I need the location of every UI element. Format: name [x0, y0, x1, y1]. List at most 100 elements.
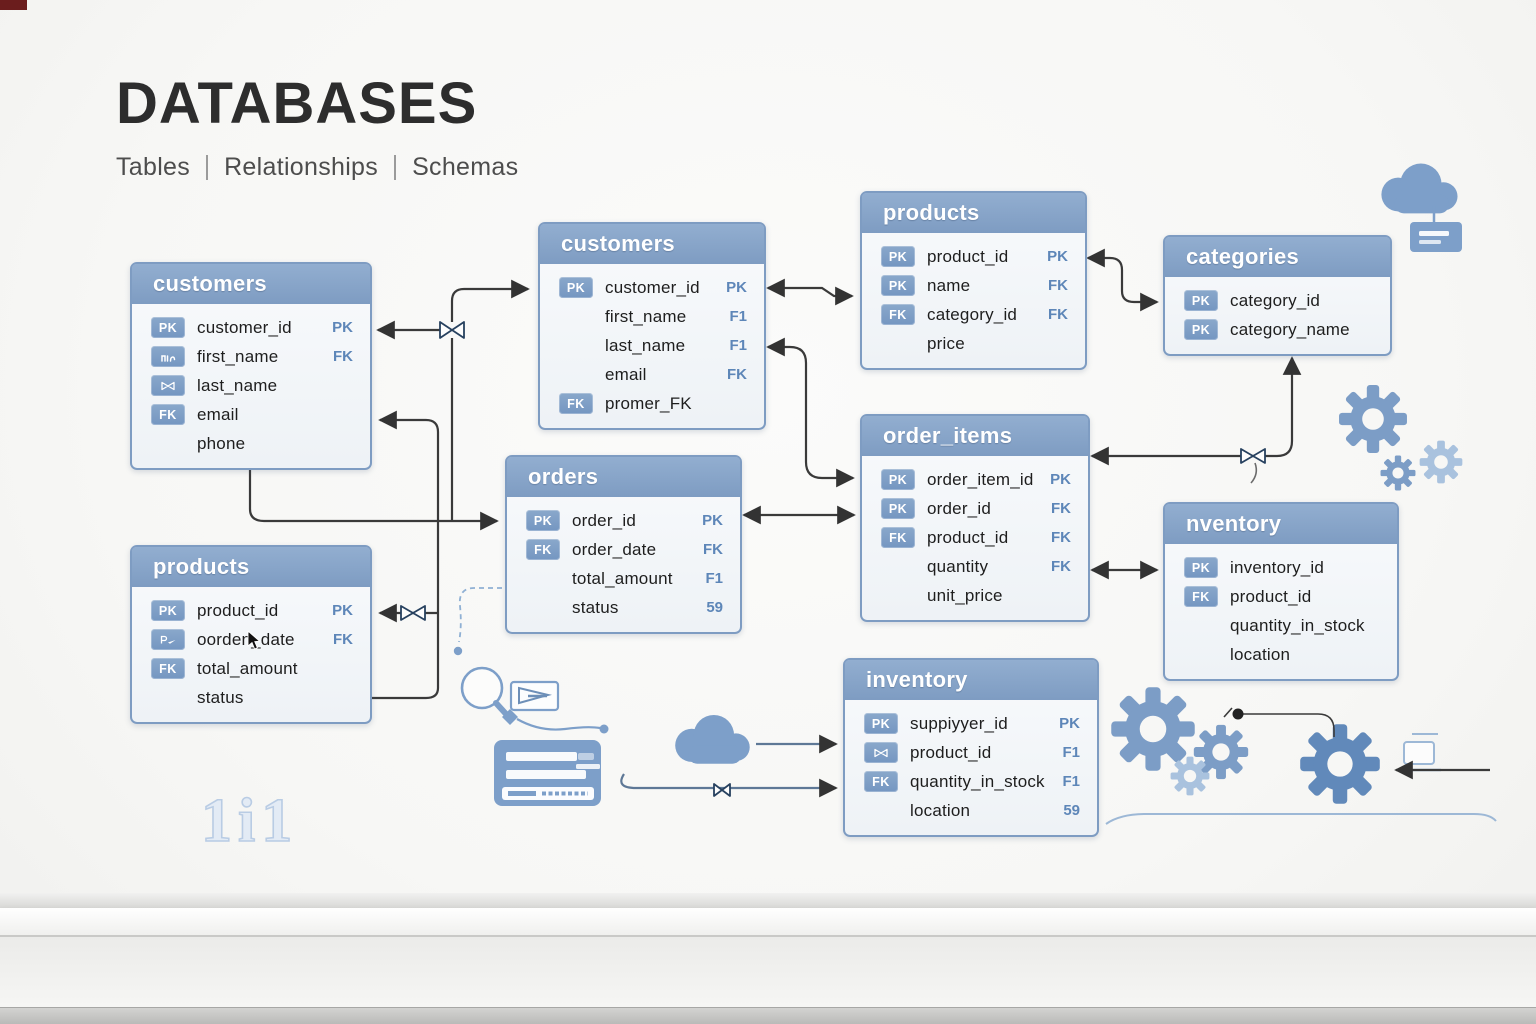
field-key: F1	[1062, 744, 1080, 761]
header: DATABASES Tables Relationships Schemas	[116, 73, 519, 182]
field-name: total_amount	[572, 568, 673, 588]
badge-spacer	[881, 556, 915, 577]
envelope-icon	[509, 680, 560, 712]
field-key: F1	[1062, 773, 1080, 790]
table-header: inventory	[845, 660, 1097, 700]
field-name: product_id	[910, 742, 992, 762]
field-name: phone	[197, 433, 246, 453]
field-key: 59	[1063, 802, 1080, 819]
gears-icon	[1338, 384, 1463, 491]
field-name: category_id	[1230, 290, 1321, 310]
key-badge: PK	[151, 600, 185, 621]
table-header: categories	[1165, 237, 1390, 277]
board-tray	[0, 1007, 1536, 1024]
badge-spacer	[559, 306, 593, 327]
field-row: last_name	[132, 371, 370, 400]
field-name: last_name	[197, 375, 278, 395]
subtitle-divider	[206, 154, 209, 180]
board-edge-face	[0, 908, 1536, 937]
edge	[766, 278, 854, 306]
badge-spacer	[864, 800, 898, 821]
field-name: category_name	[1230, 319, 1350, 339]
bowtie-symbol	[400, 605, 414, 621]
subtitle-item-relationships: Relationships	[224, 152, 379, 181]
bowtie-symbol	[1252, 448, 1266, 464]
edge	[248, 467, 499, 531]
field-row: unit_price	[862, 581, 1088, 610]
key-badge: PK	[1184, 319, 1218, 340]
key-badge: PK	[1184, 557, 1218, 578]
field-key: F1	[729, 337, 747, 354]
field-key: PK	[1059, 715, 1080, 732]
edge	[1090, 356, 1302, 466]
edge	[620, 773, 838, 798]
magnifier-icon	[460, 666, 609, 734]
field-key: F1	[729, 308, 747, 325]
key-badge: FK	[881, 304, 915, 325]
badge-spacer	[151, 687, 185, 708]
field-name: inventory_id	[1230, 557, 1325, 577]
edge	[766, 337, 855, 488]
subtitle-item-tables: Tables	[116, 152, 191, 181]
badge-spacer	[559, 364, 593, 385]
field-name: status	[197, 687, 244, 707]
table-title: categories	[1186, 244, 1300, 269]
badge-spacer	[526, 568, 560, 589]
key-badge: FK	[559, 393, 593, 414]
field-name: quantity	[927, 556, 989, 576]
server-icon	[1410, 222, 1462, 252]
field-name: customer_id	[605, 277, 700, 297]
key-badge: PK	[881, 275, 915, 296]
field-key: PK	[702, 512, 723, 529]
bowtie-symbol	[1240, 448, 1254, 464]
cloud-icon	[675, 715, 750, 764]
key-badge: FK	[151, 658, 185, 679]
field-name: order_id	[927, 498, 991, 518]
subtitle-item-schemas: Schemas	[412, 152, 519, 181]
bowtie-symbol	[721, 783, 731, 797]
table-header: products	[132, 547, 370, 587]
table-header: products	[862, 193, 1085, 233]
field-row: quantity_in_stock	[1165, 611, 1397, 640]
table-header: customers	[132, 264, 370, 304]
field-row: price	[862, 329, 1085, 358]
field-name: email	[197, 404, 239, 424]
field-key: PK	[332, 602, 353, 619]
subtitle-divider	[394, 154, 397, 180]
badge-spacer	[559, 335, 593, 356]
bowtie-symbol	[713, 783, 723, 797]
dot	[453, 646, 463, 656]
field-key: FK	[1048, 277, 1068, 294]
edge	[1086, 248, 1159, 312]
field-name: category_id	[927, 304, 1018, 324]
field-name: first_name	[605, 306, 687, 326]
field-key: FK	[1048, 306, 1068, 323]
edge	[450, 279, 530, 322]
edge-tail	[1250, 462, 1258, 484]
field-row: product_id F1	[845, 738, 1097, 767]
key-badge: PK	[881, 469, 915, 490]
badge-spacer	[526, 597, 560, 618]
